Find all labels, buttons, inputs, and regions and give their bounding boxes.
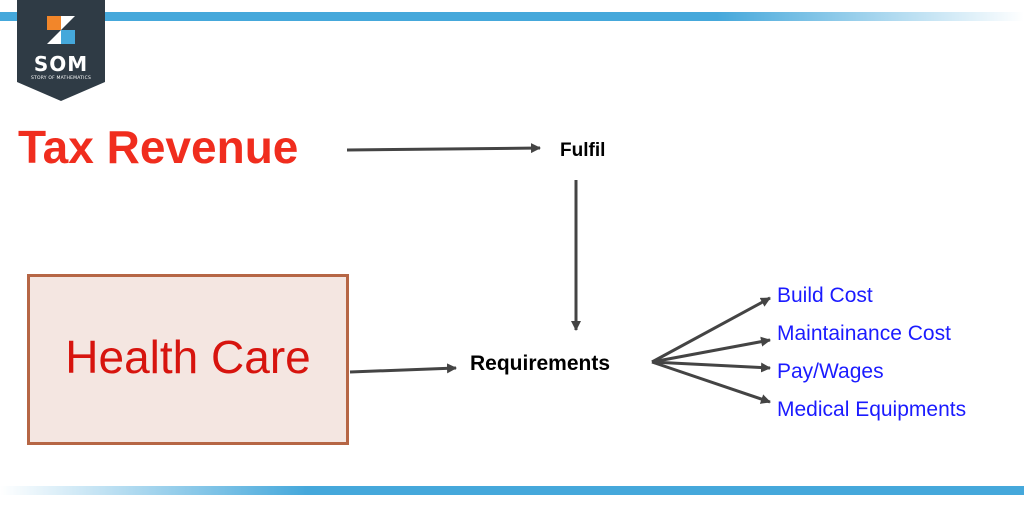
requirement-item-build-cost: Build Cost xyxy=(777,284,873,307)
requirement-item-pay-wages: Pay/Wages xyxy=(777,360,884,383)
health-care-label: Health Care xyxy=(65,331,311,383)
arrow-to-pay-wages xyxy=(651,360,771,373)
requirement-item-medical-equipments: Medical Equipments xyxy=(777,398,967,421)
logo-wordmark: SOM xyxy=(33,52,89,76)
top-accent-bar xyxy=(0,12,1024,21)
requirement-item-maintainance-cost: Maintainance Cost xyxy=(777,322,951,345)
bottom-accent-bar xyxy=(0,486,1024,495)
arrow-to-build-cost xyxy=(651,296,771,364)
arrow-to-medical-equipments xyxy=(651,360,771,404)
logo-tagline: STORY OF MATHEMATICS xyxy=(31,76,91,81)
tax-revenue-label: Tax Revenue xyxy=(18,121,299,173)
requirements-label: Requirements xyxy=(470,352,611,375)
arrow-tax-to-fulfil xyxy=(346,143,541,154)
som-logo-icon xyxy=(17,0,105,101)
health-care-box xyxy=(27,274,349,445)
fulfil-label: Fulfil xyxy=(560,140,606,161)
arrow-healthcare-to-requirements xyxy=(349,363,457,374)
arrow-to-maintainance-cost xyxy=(651,336,771,364)
